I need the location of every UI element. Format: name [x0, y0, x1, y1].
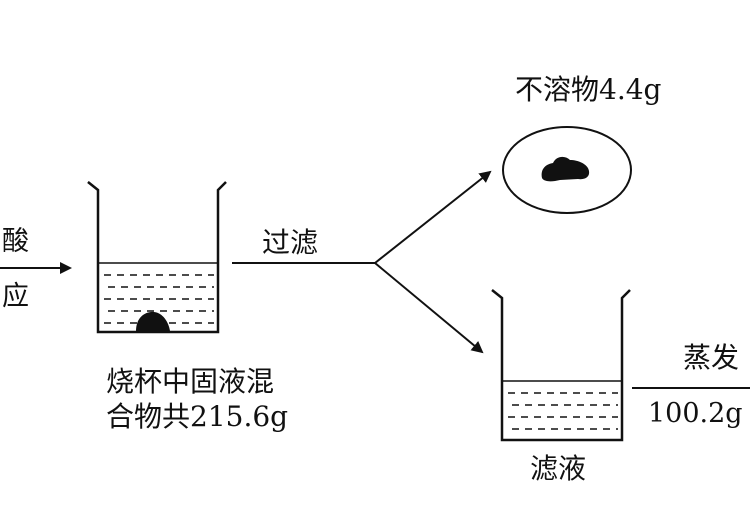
left-beaker-caption-text: 合物共	[106, 400, 191, 433]
right-beaker	[491, 289, 631, 442]
left-beaker-mass: 215.6g	[190, 400, 289, 433]
filtrate-label: 滤液	[530, 452, 587, 485]
filter-paper	[502, 126, 632, 214]
left-beaker-caption-line2: 合物共215.6g	[106, 403, 288, 431]
residue-blob	[541, 156, 590, 182]
left-beaker	[87, 181, 227, 334]
insoluble-mass: 4.4g	[599, 73, 662, 106]
filter-label: 过滤	[262, 226, 319, 259]
arrow-to-insoluble	[374, 170, 492, 264]
insoluble-text: 不溶物	[515, 73, 600, 106]
evaporate-amount: 100.2g	[648, 398, 743, 429]
reagent-label-top: 酸	[2, 226, 29, 257]
reagent-label-bottom: 应	[2, 281, 29, 312]
insoluble-label: 不溶物4.4g	[515, 76, 661, 104]
left-beaker-caption-line1: 烧杯中固液混	[106, 365, 275, 398]
solid-sediment	[136, 311, 170, 331]
arrow-to-filtrate	[374, 262, 484, 354]
evaporate-label: 蒸发	[683, 341, 740, 374]
